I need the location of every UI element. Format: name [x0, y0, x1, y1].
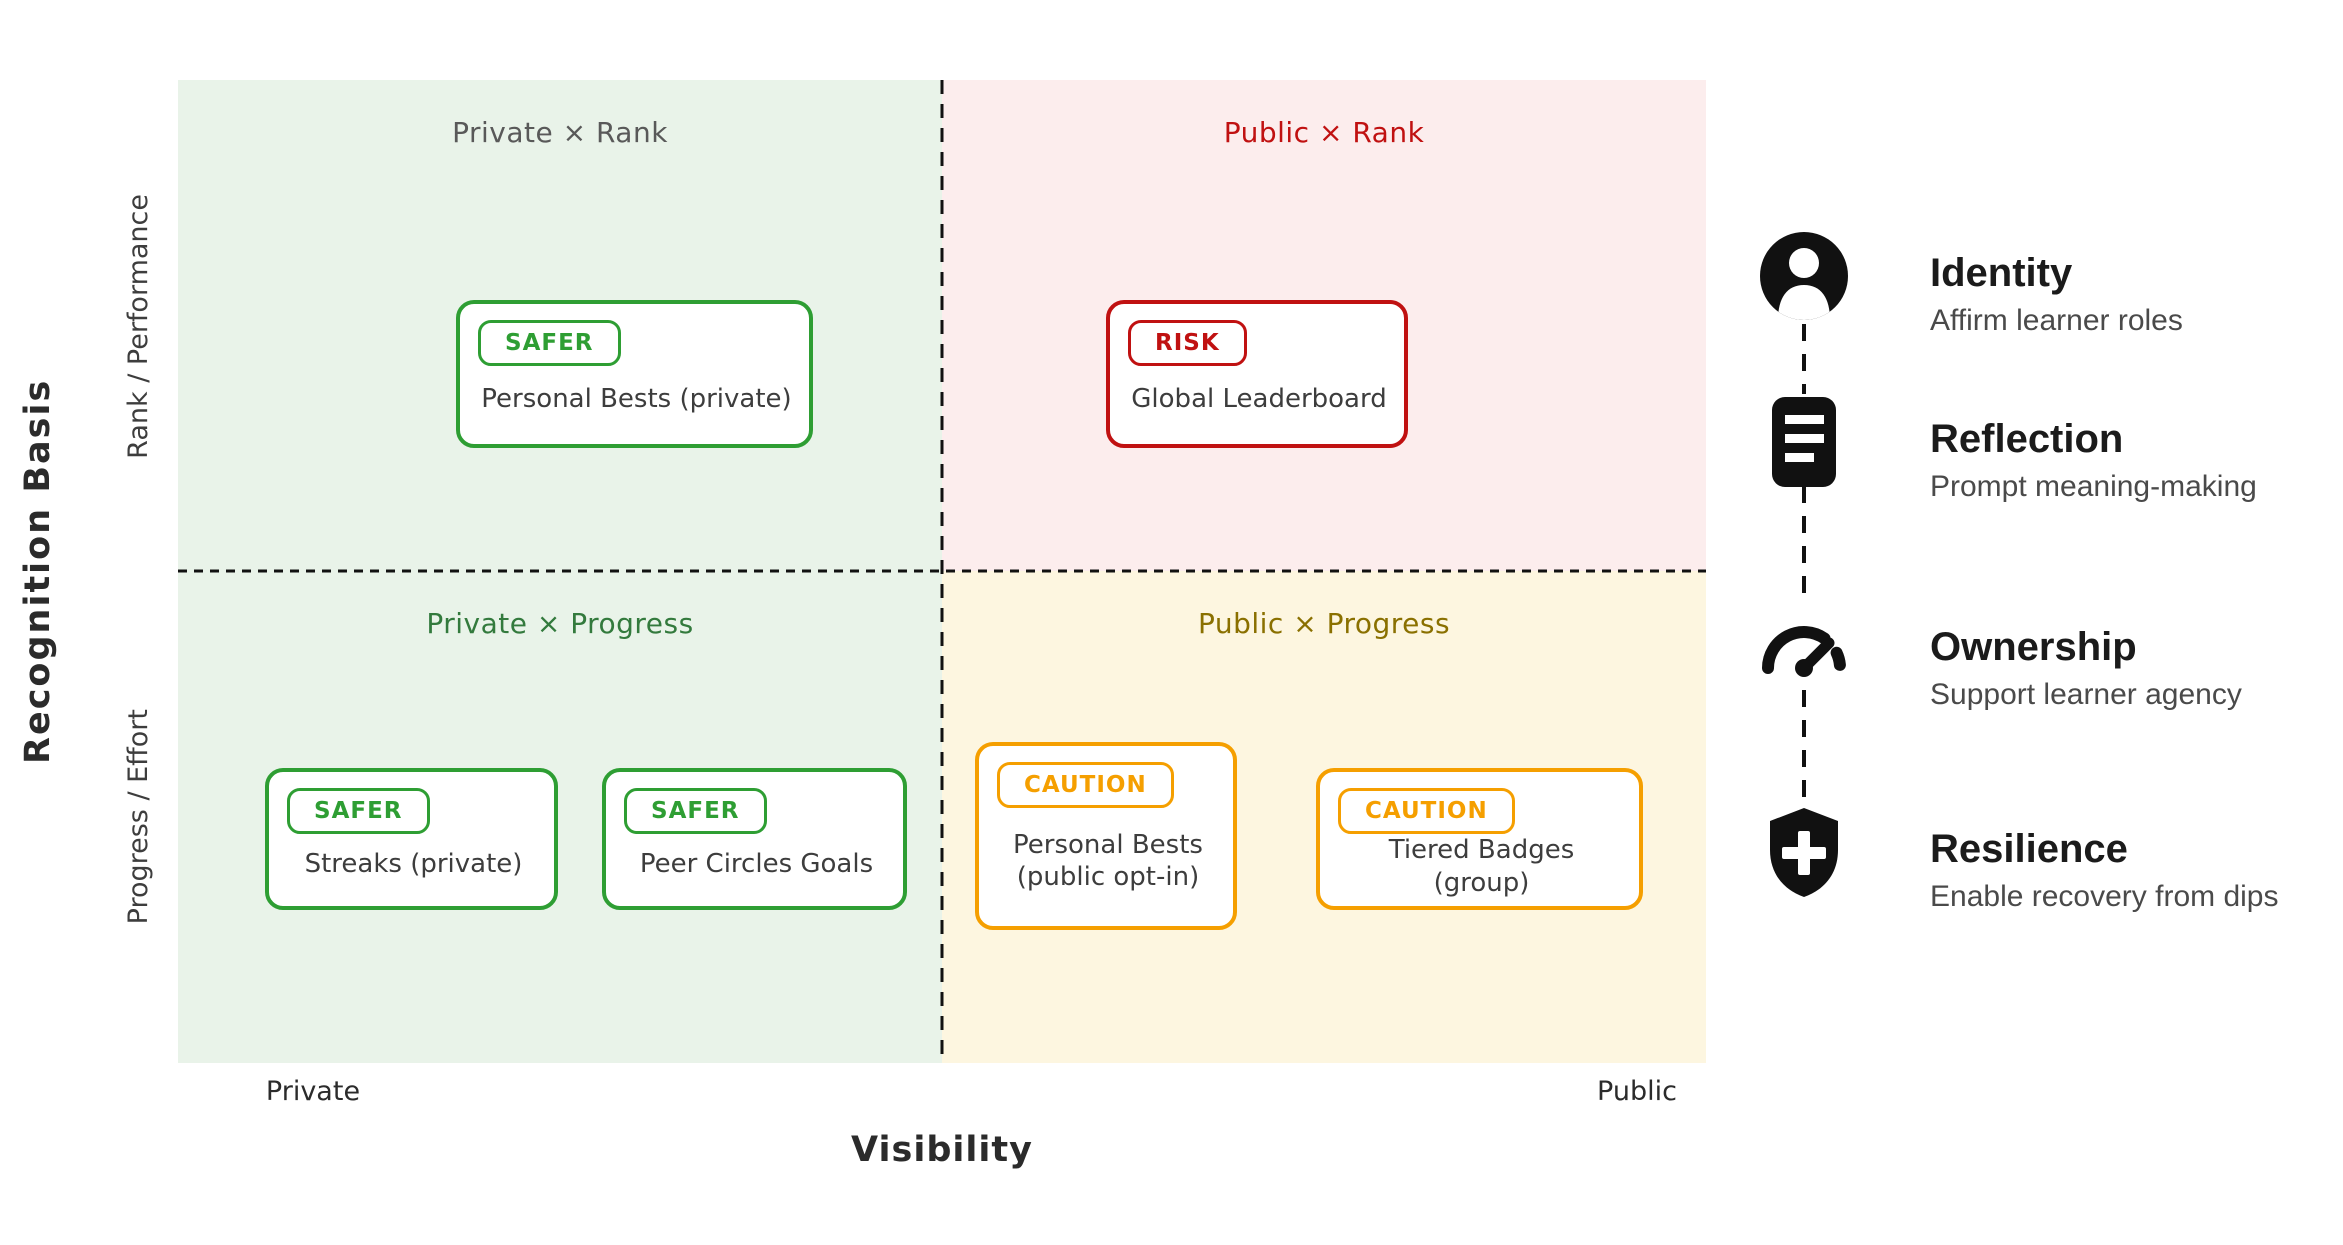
safer-badge: SAFER — [287, 788, 430, 834]
principle-subtitle: Enable recovery from dips — [1930, 880, 2279, 913]
risk-badge: RISK — [1128, 320, 1247, 366]
person-icon — [1760, 232, 1848, 320]
card-tiered-badges-group: CAUTION Tiered Badges (group) — [1316, 768, 1643, 910]
card-label: Global Leaderboard — [1131, 383, 1387, 414]
quadrant-title-public-progress: Public × Progress — [1197, 607, 1451, 640]
principle-title: Resilience — [1930, 827, 2128, 871]
safer-badge: SAFER — [624, 788, 767, 834]
card-peer-circles-goals: SAFER Peer Circles Goals — [602, 768, 907, 910]
principle-resilience: Resilience Enable recovery from dips — [1758, 806, 2318, 913]
principle-subtitle: Affirm learner roles — [1930, 304, 2183, 337]
caution-badge: CAUTION — [1338, 788, 1515, 834]
safer-badge: SAFER — [478, 320, 621, 366]
gauge-icon — [1762, 626, 1846, 677]
card-label: Personal Bests (private) — [481, 383, 792, 414]
card-streaks-private: SAFER Streaks (private) — [265, 768, 558, 910]
principle-identity: Identity Affirm learner roles — [1758, 230, 2318, 337]
principle-reflection: Reflection Prompt meaning-making — [1758, 396, 2318, 503]
principle-title: Reflection — [1930, 417, 2124, 461]
card-label: Peer Circles Goals — [639, 848, 874, 879]
card-global-leaderboard: RISK Global Leaderboard — [1106, 300, 1408, 448]
principle-title: Identity — [1930, 251, 2073, 295]
principle-subtitle: Support learner agency — [1930, 678, 2242, 711]
matrix-chart: Private × Rank Public × Rank Private × P… — [178, 80, 1706, 1063]
quadrant-title-private-rank: Private × Rank — [452, 116, 668, 149]
x-axis-tick-private: Private — [265, 1076, 361, 1107]
card-personal-bests-public-opt-in: CAUTION Personal Bests (public opt-in) — [975, 742, 1237, 930]
card-label: Personal Bests (public opt-in) — [1013, 829, 1203, 893]
quadrant-title-public-rank: Public × Rank — [1223, 116, 1425, 149]
card-label: Streaks (private) — [304, 848, 523, 879]
card-label: Tiered Badges (group) — [1388, 835, 1575, 898]
x-axis-label: Visibility — [851, 1130, 1033, 1170]
principle-title: Ownership — [1930, 625, 2137, 669]
quadrant-title-private-progress: Private × Progress — [426, 607, 694, 640]
quadrant-dividers — [178, 80, 1706, 1063]
shield-plus-icon — [1770, 808, 1838, 897]
principle-subtitle: Prompt meaning-making — [1930, 470, 2257, 503]
caution-badge: CAUTION — [997, 762, 1174, 808]
card-personal-bests-private: SAFER Personal Bests (private) — [456, 300, 813, 448]
principle-ownership: Ownership Support learner agency — [1758, 604, 2318, 711]
document-icon — [1772, 397, 1836, 487]
x-axis-tick-public: Public — [1597, 1076, 1677, 1107]
